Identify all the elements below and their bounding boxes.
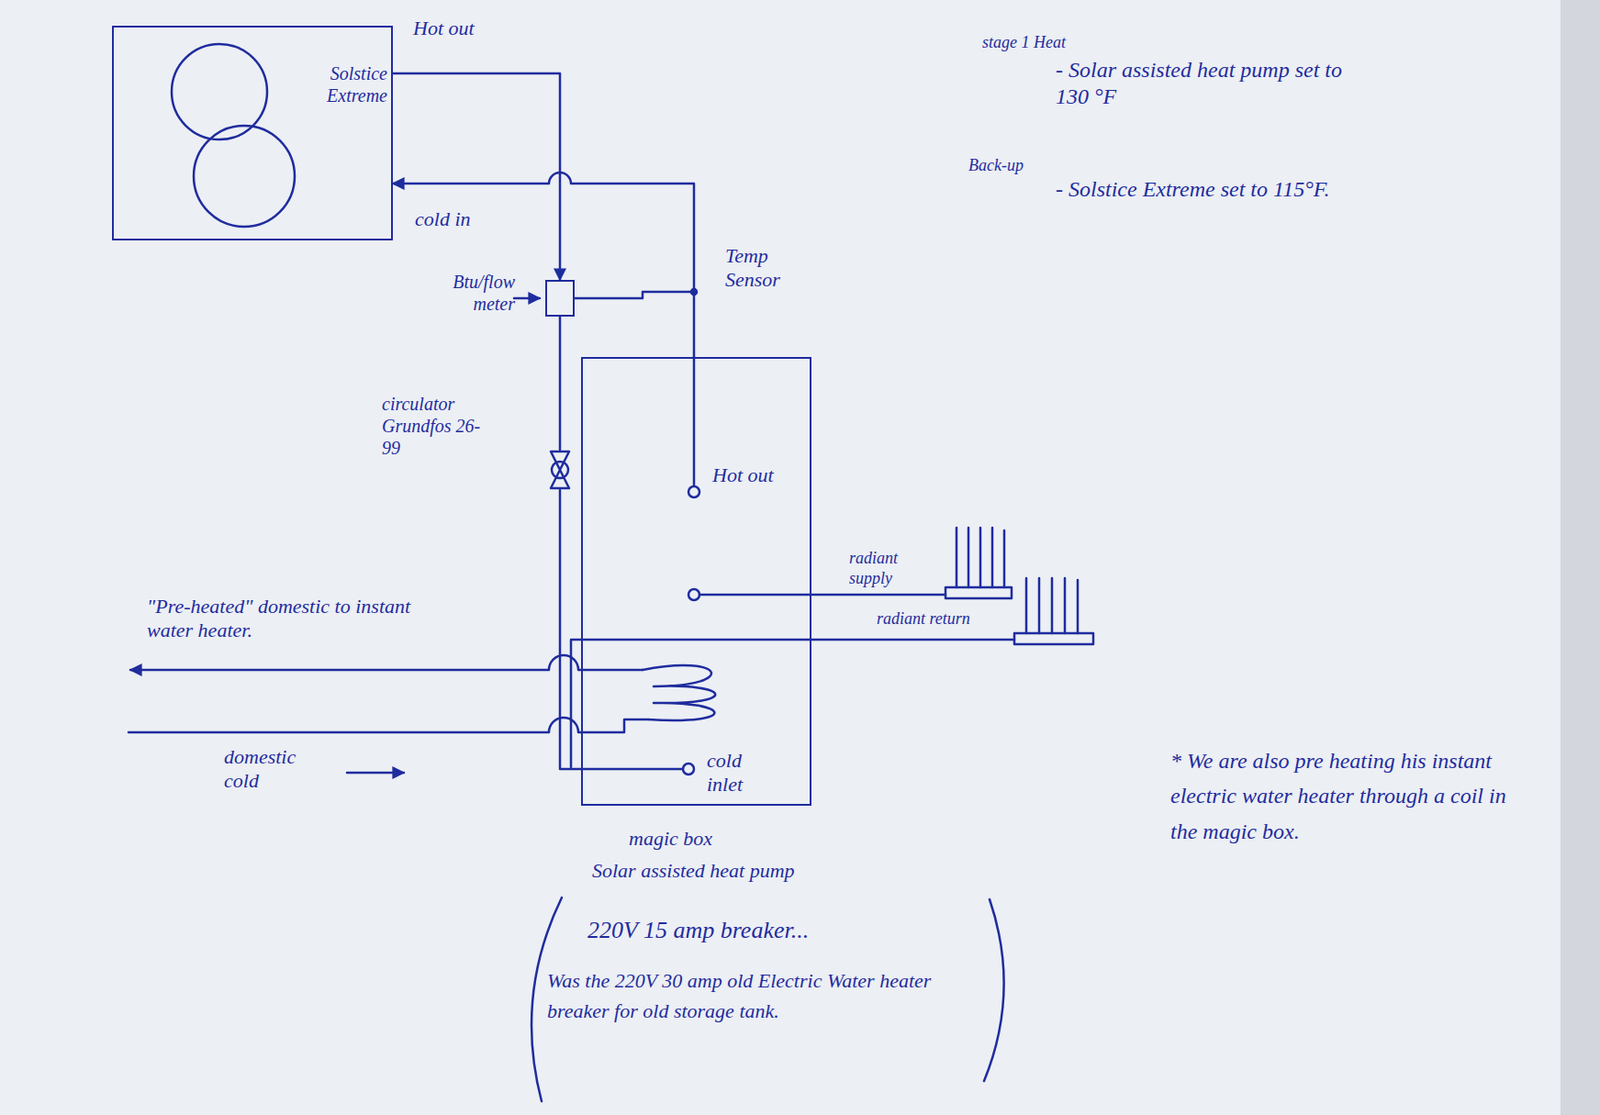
radiator-symbol — [945, 587, 1012, 599]
pipe-connector — [392, 172, 694, 358]
pipe-connector — [559, 316, 562, 450]
storage-tank: Hot outcold inletmagic boxSolar assisted… — [581, 357, 812, 806]
heat-exchange-coil — [642, 665, 716, 721]
port — [688, 589, 700, 601]
annotation-text: domestic cold — [223, 745, 325, 795]
pump-symbol — [551, 461, 569, 479]
annotation-text: radiant return — [876, 609, 1006, 630]
node-label: Hot out — [712, 463, 795, 488]
tank-coil — [193, 125, 295, 227]
leader-arrow — [514, 297, 540, 301]
annotation-text: Was the 220V 30 amp old Electric Water h… — [547, 965, 970, 1027]
annotation-text: Hot out — [413, 16, 524, 41]
annotation-text: radiant supply — [849, 548, 941, 589]
domestic-hot-pipe — [130, 655, 643, 671]
annotation-text: "Pre-heated" domestic to instant water h… — [146, 594, 459, 644]
annotation-text: 220V 15 amp breaker... — [587, 916, 974, 945]
pump-symbol — [547, 449, 573, 491]
node-label: circulator Grundfos 26-99 — [381, 392, 485, 459]
tank-coil — [171, 44, 268, 140]
annotation-text: - Solar assisted heat pump set to 130 °F — [1055, 56, 1350, 111]
pipe-connector — [392, 73, 560, 280]
annotation-text: cold in — [414, 207, 526, 232]
page-edge — [1560, 0, 1600, 1115]
node-label: Solar assisted heat pump — [592, 859, 886, 884]
port — [682, 763, 694, 775]
annotation-text: * We are also pre heating his instant el… — [1170, 743, 1529, 850]
annotation-text: Temp Sensor — [725, 244, 808, 293]
radiator-symbol — [956, 527, 1005, 588]
node-label: cold inlet — [706, 749, 772, 798]
radiant-supply-pipe — [699, 593, 946, 597]
flow-arrow — [346, 772, 404, 775]
domestic-cold-pipe — [128, 717, 649, 733]
heat-pump-unit: Solstice Extreme — [111, 25, 393, 241]
annotation-text: stage 1 Heat — [982, 33, 1166, 54]
radiant-return-pipe — [570, 639, 1015, 768]
btu-flow-meter: Btu/flow meter — [545, 279, 575, 317]
pipe — [693, 357, 696, 487]
radiator-symbol — [1026, 578, 1078, 634]
annotation-text: - Solstice Extreme set to 115°F. — [1055, 176, 1332, 203]
pipe — [582, 768, 683, 772]
sensor-wire — [574, 291, 693, 299]
radiator-symbol — [1014, 633, 1094, 645]
annotation-text: Back-up — [968, 156, 1079, 177]
node-label: magic box — [628, 827, 813, 851]
pump-symbol — [550, 451, 570, 489]
pipe-connector — [559, 490, 582, 770]
node-label: Btu/flow meter — [423, 270, 515, 315]
circulator-pump: circulator Grundfos 26-99 — [547, 449, 573, 491]
port — [688, 486, 700, 498]
node-label: Solstice Extreme — [269, 62, 388, 107]
bracket — [984, 899, 1005, 1082]
